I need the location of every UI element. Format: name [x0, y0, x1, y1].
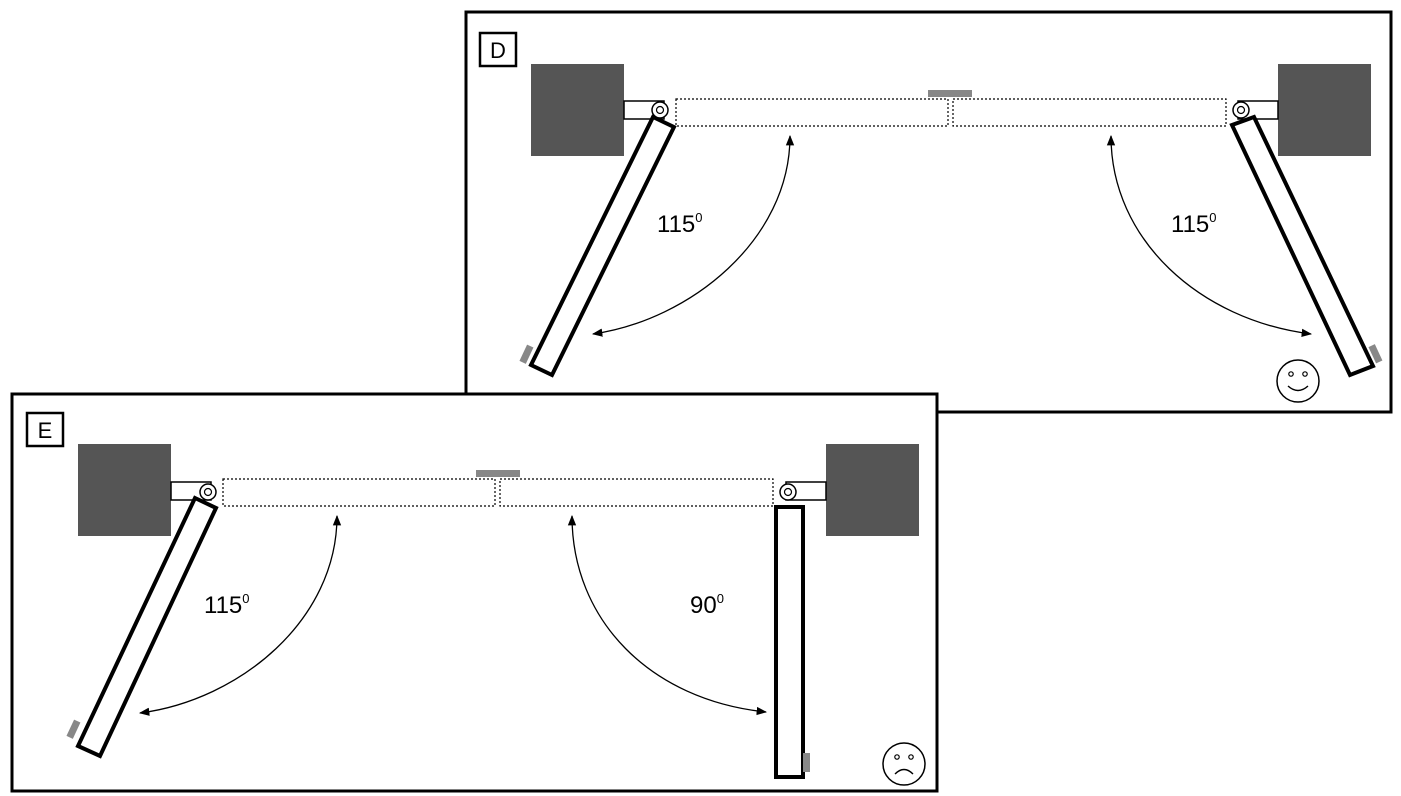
panel-e: E 1150 900: [10, 392, 939, 793]
left-angle-label: 1150: [657, 210, 703, 238]
panel-d-label: D: [490, 38, 506, 63]
right-angle-label: 900: [690, 591, 724, 619]
sad-face-icon: [882, 742, 926, 786]
right-swing-arc: [1106, 134, 1313, 337]
right-swing-arc: [567, 514, 768, 716]
right-pillar: [826, 444, 919, 536]
left-closed-leaf: [222, 478, 496, 507]
panel-e-label-box: [25, 411, 65, 448]
right-pillar: [1278, 64, 1371, 156]
left-swing-arc: [138, 514, 342, 716]
left-angle-label: 1150: [204, 591, 250, 619]
right-angle-label: 1150: [1171, 210, 1217, 238]
right-closed-leaf: [499, 478, 774, 507]
panel-d-label-box: [478, 31, 518, 68]
right-leaf-stopper: [803, 753, 810, 772]
left-leaf-stopper: [519, 344, 534, 364]
right-closed-leaf: [952, 98, 1227, 127]
left-closed-leaf: [675, 98, 949, 127]
right-leaf-stopper: [1368, 344, 1383, 364]
right-open-leaf: [774, 505, 805, 779]
center-stopper: [476, 470, 520, 477]
left-leaf-stopper: [66, 719, 81, 739]
panel-d: D 1150 1150: [464, 10, 1393, 414]
left-swing-arc: [591, 134, 795, 337]
center-stopper: [928, 90, 972, 97]
panel-e-label: E: [38, 418, 53, 443]
happy-face-icon: [1276, 359, 1320, 403]
left-pillar: [531, 64, 624, 156]
left-pillar: [78, 444, 171, 536]
